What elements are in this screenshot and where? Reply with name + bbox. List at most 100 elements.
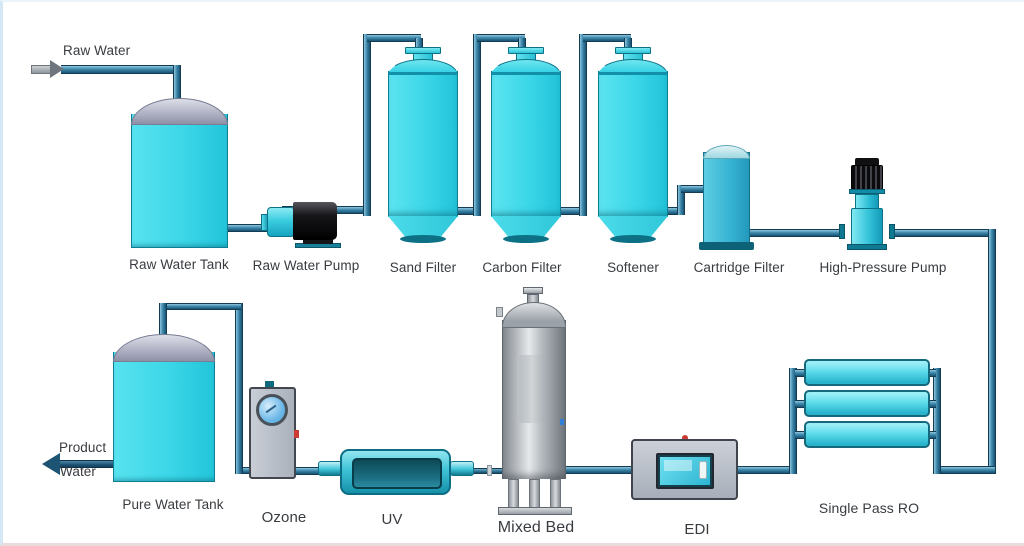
vessel-base — [610, 235, 656, 243]
pipe-softener-out — [661, 207, 685, 215]
pipe-ro-feed — [939, 466, 995, 474]
ro-membrane-2 — [804, 390, 930, 417]
raw-water-pump — [259, 198, 343, 250]
mixed-bed-vessel — [496, 285, 574, 517]
pump-motor — [293, 202, 337, 240]
vessel-cone — [491, 216, 561, 238]
edi-screen-highlight — [664, 460, 692, 471]
pipe-tank-to-pump — [225, 224, 269, 232]
pipe-puretank-drop — [159, 303, 167, 343]
raw-water-pump-label: Raw Water Pump — [252, 258, 360, 273]
pipe-top-2 — [477, 34, 525, 42]
pipe-top-1 — [367, 34, 421, 42]
ozone-gauge — [256, 394, 288, 426]
pipe-product-out — [59, 460, 115, 468]
ro-stub — [926, 400, 936, 408]
pipe-sand-out — [451, 207, 481, 215]
high-pressure-pump-unit — [839, 156, 895, 250]
mb-label-patch — [519, 355, 545, 423]
carbon-filter-label: Carbon Filter — [482, 260, 562, 275]
inlet-arrow-icon — [50, 60, 64, 78]
pipe-softener-step — [677, 185, 685, 215]
hp-left-flange — [839, 224, 845, 239]
single-pass-ro-label: Single Pass RO — [818, 500, 920, 516]
hp-body — [851, 208, 883, 245]
vessel-body — [598, 71, 668, 217]
pump-head — [267, 207, 295, 237]
cartridge-base — [699, 242, 754, 250]
vessel-dome — [598, 59, 668, 75]
mb-leg — [529, 479, 540, 508]
pipe-to-puretank — [161, 303, 241, 310]
pipe-riser-3 — [579, 34, 587, 216]
sand-filter-vessel — [388, 42, 458, 247]
ro-stub — [926, 369, 936, 377]
pipe-cartridge-in — [681, 185, 707, 193]
raw-water-tank-label: Raw Water Tank — [129, 257, 229, 272]
vessel-cone — [388, 216, 458, 238]
pipe-riser-1 — [363, 34, 371, 216]
pipe-cap-3 — [624, 38, 632, 49]
vessel-dome — [491, 59, 561, 75]
pipe-cap-2 — [518, 38, 526, 49]
cartridge-dome — [703, 145, 750, 159]
softener-vessel — [598, 42, 668, 247]
ozone-unit — [247, 380, 301, 481]
vessel-base — [400, 235, 446, 243]
raw-water-tank — [131, 98, 228, 248]
pipe-ozone-out — [239, 467, 255, 474]
pipe-carbon-out — [555, 207, 587, 215]
pipe-edi-to-mixedbed — [563, 466, 633, 474]
outlet-arrow-icon — [42, 453, 60, 475]
outlet-label-line1: Product — [59, 440, 107, 455]
ozone-button — [294, 430, 299, 438]
pure-water-tank — [113, 334, 215, 482]
hp-motor — [851, 165, 883, 190]
hp-motor-cap — [855, 158, 879, 166]
pipe-top-3 — [583, 34, 631, 42]
uv-label: UV — [381, 511, 403, 528]
vessel-body — [388, 71, 458, 217]
vessel-dome — [388, 59, 458, 75]
ozone-top-stub — [265, 381, 274, 388]
uv-unit — [318, 448, 478, 498]
tank-dome — [131, 98, 228, 125]
ro-stub — [795, 369, 807, 377]
softener-label: Softener — [607, 260, 659, 275]
pipe-ozone-riser — [235, 303, 243, 474]
mb-cap-flange — [523, 287, 543, 294]
mb-bracket — [496, 307, 503, 317]
mb-port-dot — [560, 419, 564, 425]
edi-unit — [631, 435, 738, 500]
pipe-hp-out — [891, 229, 995, 237]
ozone-label: Ozone — [261, 509, 307, 526]
pipe-cartridge-out — [748, 229, 842, 237]
mb-base-plate — [498, 507, 572, 515]
uv-pipe-cap — [487, 465, 492, 476]
tank-body — [131, 114, 228, 248]
ro-stub — [795, 431, 807, 439]
uv-window — [352, 458, 442, 489]
mb-leg — [508, 479, 519, 508]
ro-stub — [926, 431, 936, 439]
pump-pedestal — [303, 237, 333, 244]
pipe-right-drop — [988, 229, 996, 474]
outlet-label-line2: Water — [60, 464, 97, 479]
ro-stub — [795, 400, 807, 408]
pipe-riser-2 — [473, 34, 481, 216]
uv-stub-right — [450, 461, 474, 476]
mb-leg — [550, 479, 561, 508]
high-pressure-pump-label: High-Pressure Pump — [819, 260, 947, 275]
sand-filter-label: Sand Filter — [389, 260, 457, 275]
mb-dome — [502, 302, 566, 328]
cartridge-filter-label: Cartridge Filter — [693, 260, 785, 275]
hp-foot — [847, 244, 887, 250]
hp-right-flange — [889, 224, 895, 239]
vessel-base — [503, 235, 549, 243]
tank-body — [113, 352, 215, 482]
ro-manifold-right — [933, 368, 941, 474]
ro-membrane-1 — [804, 359, 930, 386]
tank-dome — [113, 334, 215, 362]
ro-membrane-3 — [804, 421, 930, 448]
mixed-bed-label: Mixed Bed — [497, 519, 575, 536]
